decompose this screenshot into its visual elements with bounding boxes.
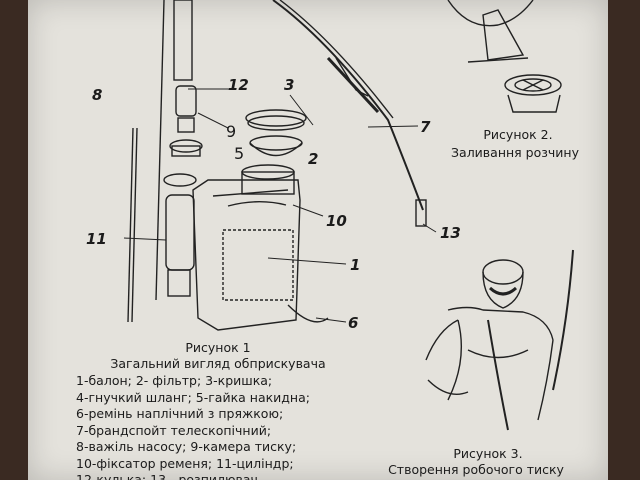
legend-line: 6-ремінь наплічний з пряжкою; [76, 406, 284, 421]
figure1-title: Рисунок 1 [185, 340, 251, 355]
callout-7: 7 [420, 118, 431, 136]
legend-line: 10-фіксатор ременя; 11-циліндр; [76, 455, 294, 471]
document-page: 8 12 3 7 9 5 2 10 13 11 1 6 Рисунок 1 За… [28, 0, 608, 480]
legend-line: 7-брандспойт телескопічний; [76, 422, 272, 438]
worker-illustration [425, 249, 574, 431]
callout-2: 2 [308, 150, 319, 168]
callout-8: 8 [92, 86, 103, 104]
callout-6: 6 [348, 314, 359, 332]
figure3-subtitle: Створення робочого тиску [388, 462, 564, 477]
callout-10: 10 [326, 212, 347, 230]
legend-line: 4-гнучкий шланг; 5-гайка накидна; [76, 389, 310, 405]
callout-11: 11 [86, 230, 107, 248]
figure2-subtitle: Заливання розчину [451, 145, 579, 160]
legend-line: 8-важіль насосу; 9-камера тиску; [76, 439, 297, 454]
callout-3: 3 [284, 76, 295, 94]
pouring-illustration [447, 0, 562, 113]
sprayer-illustration [123, 0, 574, 431]
figure1-subtitle: Загальний вигляд обприскувача [110, 356, 326, 371]
figure3-title: Рисунок 3. [453, 446, 523, 461]
callout-1: 1 [350, 256, 361, 274]
callout-13: 13 [440, 224, 461, 242]
legend-line: 1-балон; 2- фільтр; 3-кришка; [76, 373, 273, 388]
figure1-legend: 1-балон; 2- фільтр; 3-кришка; 4-гнучкий … [76, 373, 310, 480]
callout-9: 9 [226, 122, 237, 141]
callout-5: 5 [234, 144, 245, 163]
pump-lever-rod [127, 127, 134, 323]
figure2-title: Рисунок 2. [483, 127, 553, 142]
callout-12: 12 [228, 76, 249, 94]
legend-line: 12-кулька; 13 - розпилювач [76, 472, 258, 480]
